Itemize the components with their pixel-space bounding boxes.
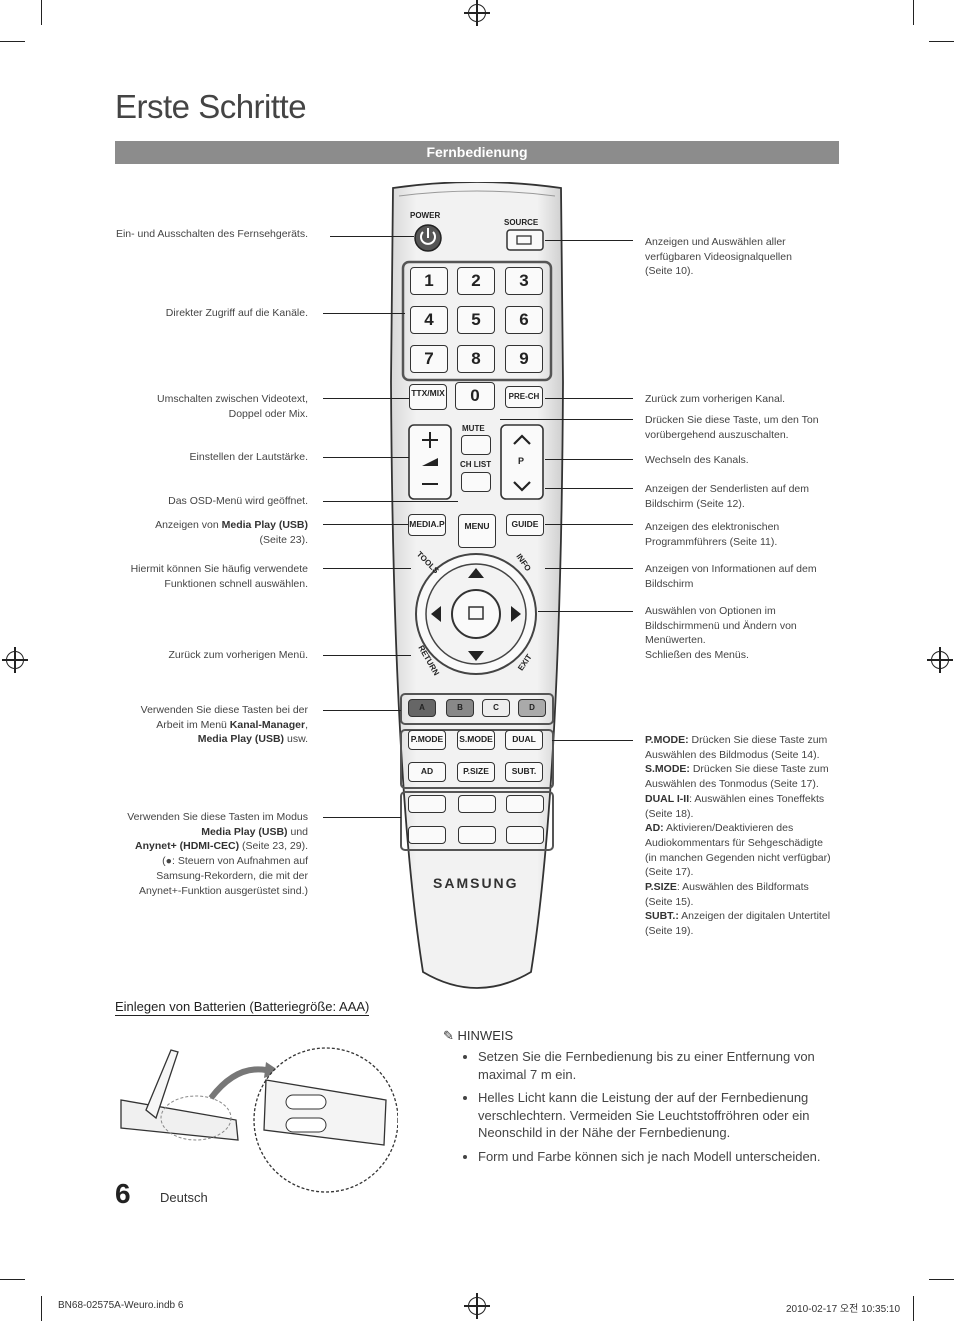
crop-mark	[41, 0, 42, 25]
pre-ch-button[interactable]: PRE-CH	[505, 386, 543, 408]
mute-button[interactable]	[461, 435, 491, 455]
label-volume: Einstellen der Lautstärke.	[189, 451, 308, 463]
stop-button[interactable]	[506, 826, 544, 844]
media-p-button[interactable]: MEDIA.P	[408, 514, 446, 536]
note-item: Setzen Sie die Fernbedienung bis zu eine…	[478, 1048, 858, 1083]
crop-mark	[929, 41, 954, 42]
note-item: Helles Licht kann die Leistung der auf d…	[478, 1089, 858, 1142]
crop-mark	[913, 0, 914, 25]
power-label: POWER	[410, 211, 441, 220]
digit-1-button[interactable]: 1	[410, 267, 448, 295]
footer-date: 2010-02-17 오전 10:35:10	[786, 1304, 901, 1315]
footer-file: BN68-02575A-Weuro.indb 6	[58, 1300, 184, 1311]
subt-button[interactable]: SUBT.	[505, 762, 543, 782]
pause-button[interactable]	[458, 795, 496, 813]
label-channel: Wechseln des Kanals.	[645, 454, 749, 466]
dual-button[interactable]: DUAL	[505, 730, 543, 750]
label-menu: Das OSD-Menü wird geöffnet.	[168, 495, 308, 507]
label-color-keys: Verwenden Sie diese Tasten bei der Arbei…	[140, 704, 308, 746]
remote-control-illustration	[390, 182, 564, 989]
mute-label: MUTE	[462, 424, 485, 433]
digit-8-button[interactable]: 8	[457, 345, 495, 373]
digit-7-button[interactable]: 7	[410, 345, 448, 373]
label-ttx: Umschalten zwischen Videotext,Doppel ode…	[157, 393, 308, 420]
source-label: SOURCE	[504, 218, 539, 227]
ch-list-label: CH LIST	[460, 460, 492, 469]
color-key-a-button[interactable]: A	[408, 699, 436, 717]
rewind-button[interactable]	[408, 795, 446, 813]
digit-4-button[interactable]: 4	[410, 306, 448, 334]
note-list: Setzen Sie die Fernbedienung bis zu eine…	[460, 1048, 858, 1171]
menu-button[interactable]: MENU	[458, 514, 496, 548]
crop-mark	[913, 1296, 914, 1321]
registration-mark-icon	[464, 1293, 490, 1319]
color-key-c-button[interactable]: C	[482, 699, 510, 717]
digit-3-button[interactable]: 3	[505, 267, 543, 295]
label-media-keys: Verwenden Sie diese Tasten im Modus Medi…	[127, 811, 308, 897]
registration-mark-icon	[927, 647, 953, 673]
digit-0-button[interactable]: 0	[455, 382, 495, 410]
digit-9-button[interactable]: 9	[505, 345, 543, 373]
record-button[interactable]	[408, 826, 446, 844]
crop-mark	[0, 1279, 25, 1280]
section-header: Fernbedienung	[115, 141, 839, 164]
page-title: Erste Schritte	[115, 88, 307, 125]
channel-rocker-icon	[500, 424, 544, 500]
registration-mark-icon	[464, 0, 490, 26]
play-button[interactable]	[458, 826, 496, 844]
ch-list-button[interactable]	[461, 472, 491, 492]
enter-button-icon	[451, 589, 501, 639]
registration-mark-icon	[2, 647, 28, 673]
smode-button[interactable]: S.MODE	[457, 730, 495, 750]
source-button-icon	[506, 229, 544, 251]
pmode-button[interactable]: P.MODE	[408, 730, 446, 750]
channel-p-label: P	[518, 456, 525, 466]
note-item: Form und Farbe können sich je nach Model…	[478, 1148, 858, 1166]
label-power: Ein- und Ausschalten des Fernsehgeräts.	[115, 228, 308, 240]
label-return: Zurück zum vorherigen Menü.	[168, 649, 308, 661]
crop-mark	[929, 1279, 954, 1280]
crop-mark	[0, 41, 25, 42]
ttx-mix-button[interactable]: TTX/MIX	[409, 384, 447, 410]
digit-2-button[interactable]: 2	[457, 267, 495, 295]
label-prech: Zurück zum vorherigen Kanal.	[645, 393, 786, 405]
guide-button[interactable]: GUIDE	[506, 514, 544, 536]
digit-5-button[interactable]: 5	[457, 306, 495, 334]
page-number: 6	[115, 1178, 131, 1209]
battery-heading: Einlegen von Batterien (Batteriegröße: A…	[115, 999, 370, 1016]
label-digits: Direkter Zugriff auf die Kanäle.	[165, 307, 308, 319]
color-key-b-button[interactable]: B	[446, 699, 474, 717]
crop-mark	[41, 1296, 42, 1321]
digit-6-button[interactable]: 6	[505, 306, 543, 334]
label-mediap: Anzeigen von Media Play (USB) (Seite 23)…	[155, 519, 308, 546]
note-pencil-icon: ✎	[443, 1028, 454, 1043]
brand-logo: SAMSUNG	[433, 875, 519, 891]
battery-illustration	[120, 1047, 398, 1193]
color-key-d-button[interactable]: D	[518, 699, 546, 717]
note-heading: ✎ HINWEIS	[443, 1028, 514, 1043]
fast-forward-button[interactable]	[506, 795, 544, 813]
psize-button[interactable]: P.SIZE	[457, 762, 495, 782]
ad-button[interactable]: AD	[408, 762, 446, 782]
page-language: Deutsch	[160, 1190, 208, 1205]
